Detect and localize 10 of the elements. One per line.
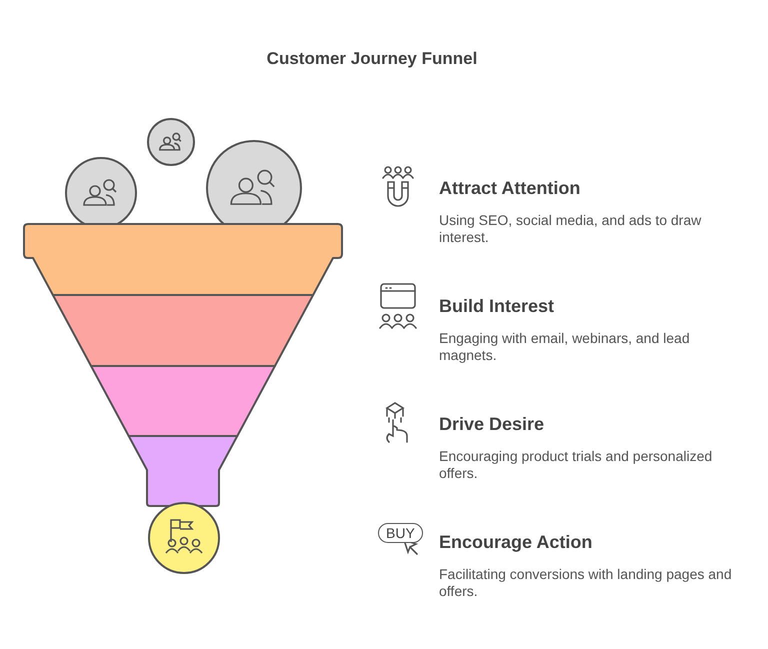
description: Using SEO, social media, and ads to draw interest. — [439, 212, 702, 246]
heading: Drive Desire — [439, 414, 544, 435]
description: Facilitating conversions with landing pages and offers. — [439, 566, 733, 600]
buy-label: BUY — [378, 523, 423, 543]
heading: Attract Attention — [439, 178, 580, 199]
heading: Encourage Action — [439, 532, 592, 553]
description: Engaging with email, webinars, and lead magnets. — [439, 330, 691, 364]
title: Customer Journey Funnel — [266, 49, 478, 69]
heading: Build Interest — [439, 296, 554, 317]
description: Encouraging product trials and personalized offers. — [439, 448, 714, 482]
